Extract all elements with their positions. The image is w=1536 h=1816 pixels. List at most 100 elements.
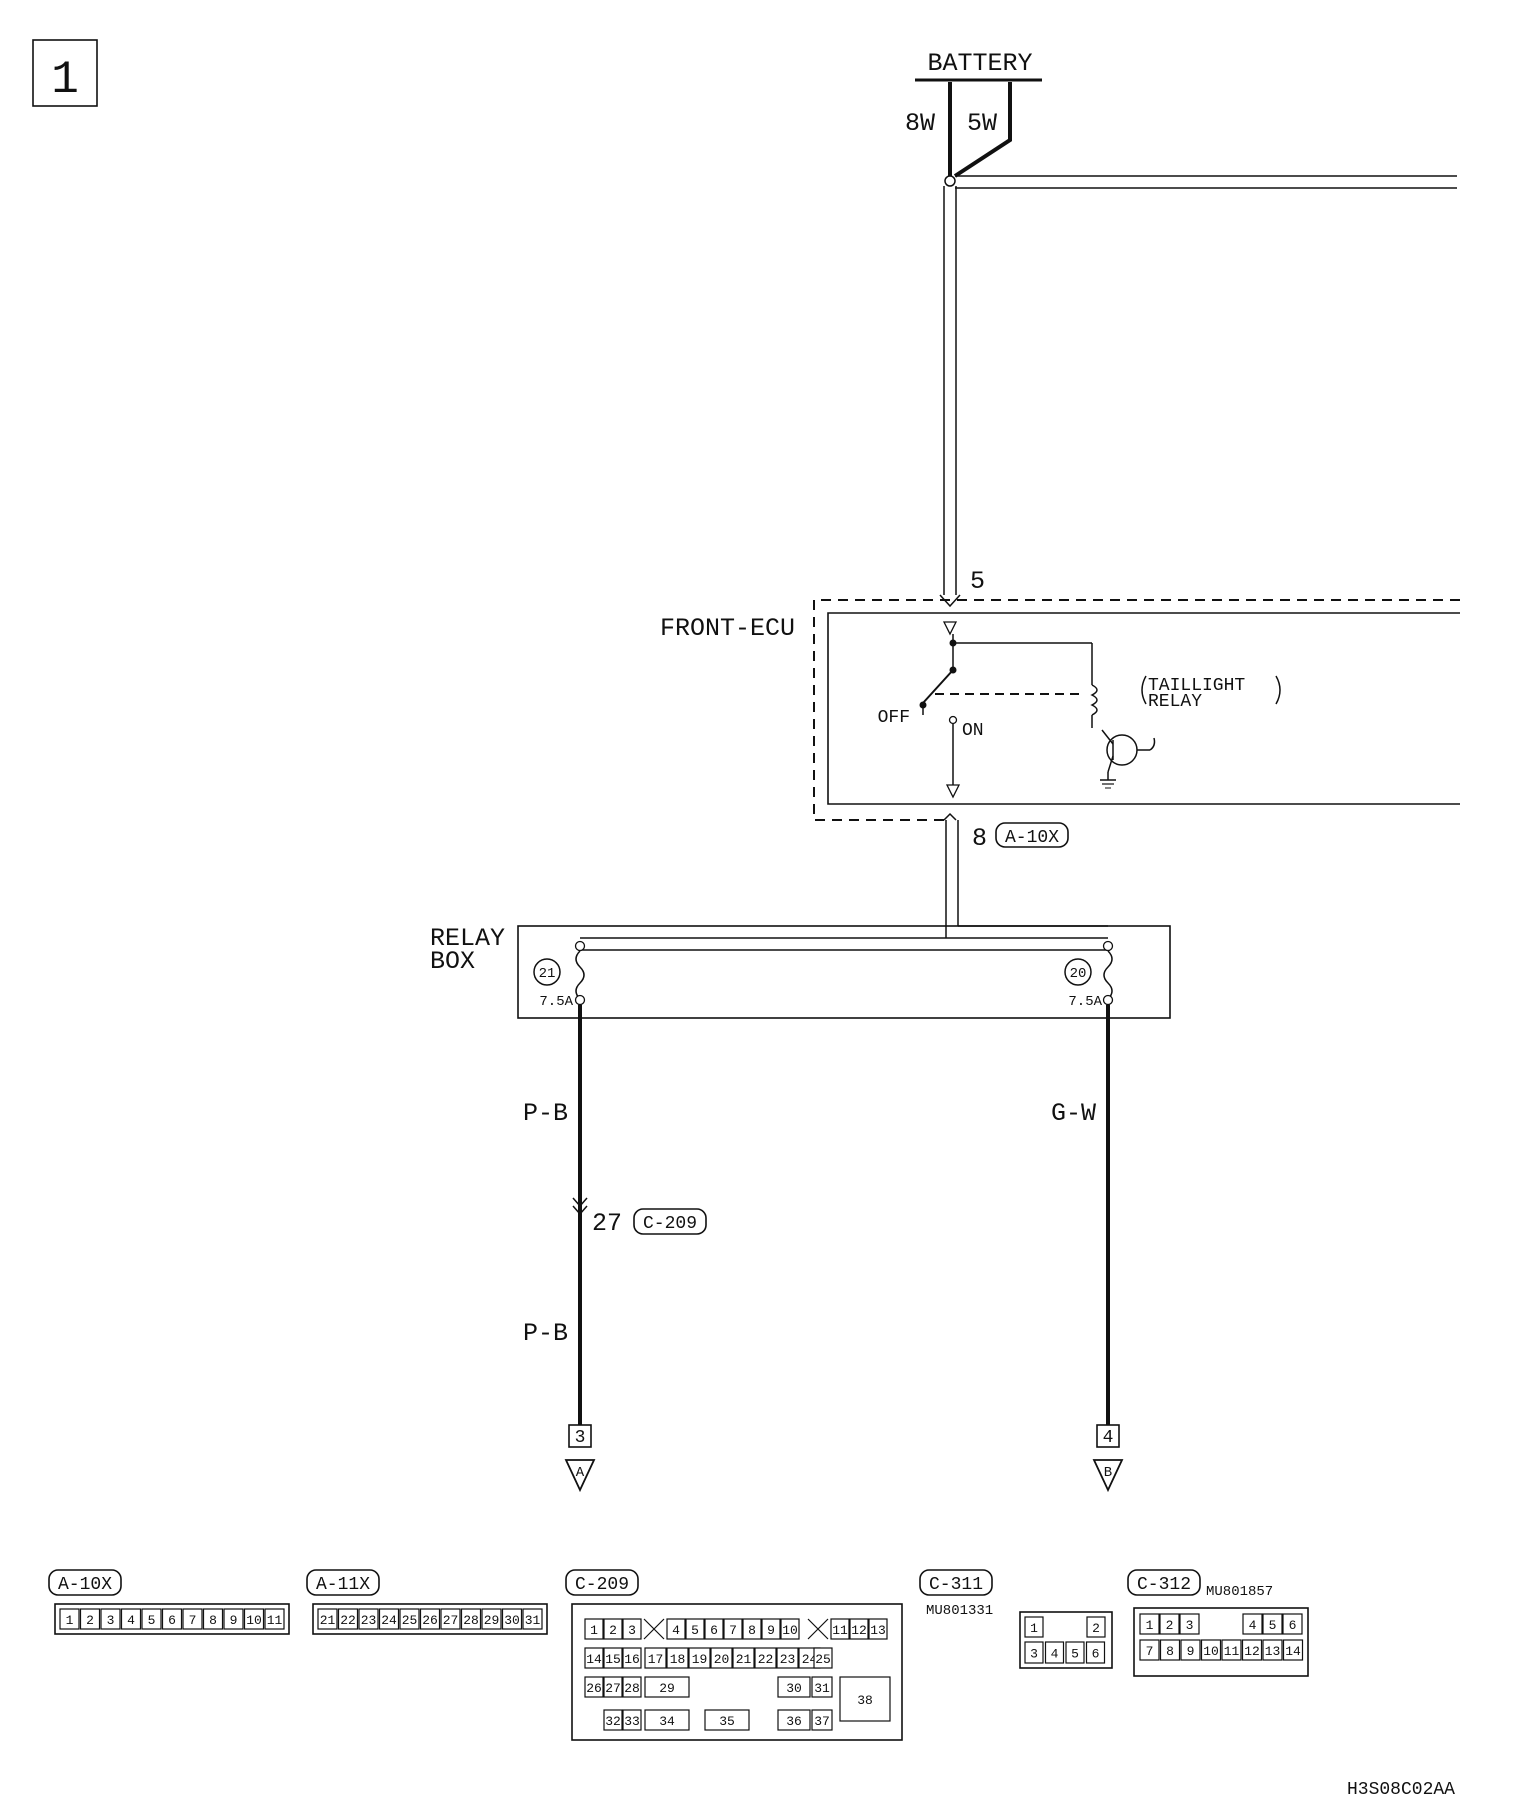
c209-pin-28: 28 <box>624 1681 640 1696</box>
c209-pin-12-cell <box>849 1618 869 1640</box>
a11x-pin-31: 31 <box>525 1613 541 1628</box>
c209-pin-15: 15 <box>605 1652 621 1667</box>
battery-label: BATTERY <box>927 49 1032 78</box>
junction-pin: 27 <box>592 1209 622 1238</box>
c209-pin-1: 1 <box>590 1623 598 1638</box>
left-wire-color-lower: P-B <box>523 1319 568 1348</box>
c209-pin-16-cell <box>622 1647 642 1669</box>
c312-pin-12-cell <box>1241 1639 1263 1661</box>
a10x-pin-11: 11 <box>267 1613 283 1628</box>
c209-pin-21-cell <box>732 1647 755 1669</box>
c312-pin-10-cell <box>1200 1639 1222 1661</box>
blank-cavity-mark <box>643 1618 665 1640</box>
c312-pin-8-cell <box>1159 1639 1181 1661</box>
c312-pin-1-cell <box>1139 1613 1160 1635</box>
a10x-pin-9-cell <box>223 1608 244 1630</box>
c311-pin-3-cell <box>1024 1641 1044 1664</box>
a10x-pin-6-cell <box>161 1608 183 1630</box>
ecu-output-wire: 8 A-10X <box>943 812 1069 938</box>
a10x-pin-9: 9 <box>230 1613 238 1628</box>
c209-pin-23-cell <box>776 1647 799 1669</box>
c311-pin-6-cell <box>1085 1641 1106 1664</box>
switch-on-label: ON <box>962 721 984 741</box>
a10x-pin-4-cell <box>120 1608 142 1630</box>
c209-pin-21: 21 <box>736 1652 752 1667</box>
c312-pin-11: 11 <box>1224 1644 1240 1659</box>
c312-pin-12: 12 <box>1244 1644 1260 1659</box>
c311-pin-2: 2 <box>1092 1621 1100 1636</box>
right-wire-color: G-W <box>1051 1099 1096 1128</box>
c312-pin-2: 2 <box>1166 1618 1174 1633</box>
c209-pin-15-cell <box>603 1647 623 1669</box>
a11x-pin-22-cell <box>337 1608 359 1630</box>
c311-pin-5-cell <box>1065 1641 1085 1664</box>
c209-pin-26: 26 <box>586 1681 602 1696</box>
battery-wire-5w: 5W <box>967 109 997 138</box>
a10x-pin-6: 6 <box>168 1613 176 1628</box>
a10x-pin-10-cell <box>243 1608 265 1630</box>
a10x-pin-1-cell <box>59 1608 80 1630</box>
a10x-pin-2: 2 <box>86 1613 94 1628</box>
c311-pin-1: 1 <box>1030 1621 1038 1636</box>
c312-pin-4-cell <box>1242 1613 1263 1635</box>
c311-pin-4: 4 <box>1051 1647 1059 1662</box>
a11x-pin-29: 29 <box>484 1613 500 1628</box>
relay-label-line2: RELAY <box>1148 692 1202 712</box>
c312-pin-6-cell <box>1282 1613 1303 1635</box>
a11x-pin-25: 25 <box>402 1613 418 1628</box>
c209-pin-31-cell <box>811 1676 833 1698</box>
c209-pin-12: 12 <box>851 1623 867 1638</box>
c312-pin-5: 5 <box>1269 1618 1277 1633</box>
c209-pin-22: 22 <box>758 1652 774 1667</box>
fuse-20-number: 20 <box>1070 966 1087 982</box>
c209-pin-23: 23 <box>780 1652 796 1667</box>
front-ecu: 5 FRONT-ECU OFF ON <box>660 567 1460 821</box>
c209-pin-5: 5 <box>691 1623 699 1638</box>
a11x-pin-27: 27 <box>443 1613 459 1628</box>
fuse-21-rating: 7.5A <box>539 994 573 1010</box>
left-output-branch: P-B 27 C-209 P-B 3 A <box>523 1005 707 1493</box>
a10x-pin-7: 7 <box>189 1613 197 1628</box>
c209-pin-1-cell <box>584 1618 604 1640</box>
a11x-pin-31-cell <box>522 1608 543 1630</box>
c209-pin-18: 18 <box>670 1652 686 1667</box>
c311-pin-2-cell <box>1086 1616 1106 1638</box>
c312-pin-13: 13 <box>1265 1644 1281 1659</box>
c209-pin-6-cell <box>704 1618 724 1640</box>
a11x-pin-27-cell <box>440 1608 461 1630</box>
c209-pin-19-cell <box>688 1647 711 1669</box>
c209-pin-7-cell <box>723 1618 743 1640</box>
c209-pin-32-cell <box>603 1709 623 1731</box>
c209-pin-35: 35 <box>719 1714 735 1729</box>
c312-pin-3: 3 <box>1186 1618 1194 1633</box>
c209-pin-17-cell <box>644 1647 667 1669</box>
a11x-pin-23-cell <box>358 1608 379 1630</box>
c209-pin-11-cell <box>830 1618 850 1640</box>
output-a-letter: A <box>576 1465 585 1481</box>
c209-pin-30: 30 <box>786 1681 802 1696</box>
a11x-pin-21-cell <box>317 1608 338 1630</box>
c209-pin-26-cell <box>584 1676 604 1698</box>
c209-pin-14: 14 <box>586 1652 602 1667</box>
c209-pin-29-cell <box>644 1676 690 1698</box>
c312-pin-14-cell <box>1282 1639 1304 1661</box>
c209-pin-3-cell <box>622 1618 642 1640</box>
c209-pin-37: 37 <box>814 1714 830 1729</box>
junction-connector: C-209 <box>643 1214 697 1234</box>
right-output-branch: G-W 4 B <box>1051 1005 1124 1493</box>
blank-cavity-mark <box>807 1618 829 1640</box>
a10x-pin-3-cell <box>100 1608 121 1630</box>
page-number: 1 <box>51 54 79 106</box>
c209-pin-2-cell <box>603 1618 623 1640</box>
c312-pin-5-cell <box>1262 1613 1283 1635</box>
relay-box-label-line1: RELAY <box>430 924 505 953</box>
left-wire-color-upper: P-B <box>523 1099 568 1128</box>
c209-pin-29: 29 <box>659 1681 675 1696</box>
c311-pin-5: 5 <box>1071 1647 1079 1662</box>
c209-pin-31: 31 <box>814 1681 830 1696</box>
a10x-pin-7-cell <box>182 1608 203 1630</box>
